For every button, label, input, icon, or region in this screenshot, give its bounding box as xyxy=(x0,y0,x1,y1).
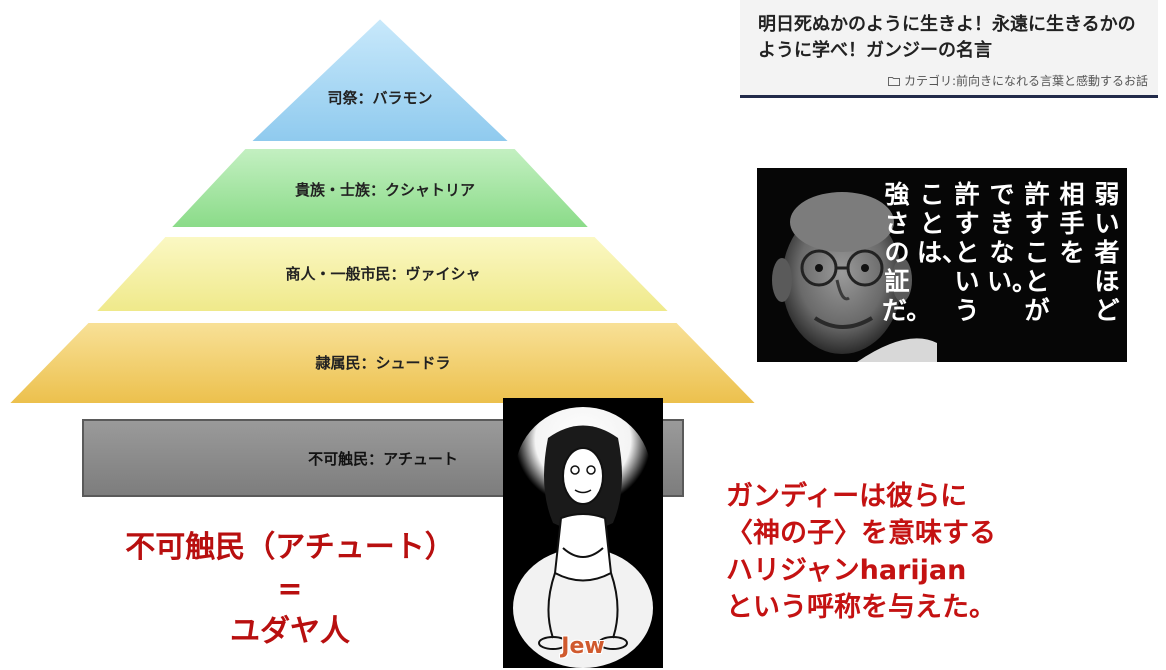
quote-column: 許すという xyxy=(954,180,980,325)
caption-line: 〈神の子〉を意味する xyxy=(726,518,996,549)
article-category[interactable]: カテゴリ:前向きになれる言葉と感動するお話 xyxy=(887,72,1148,89)
pyramid-tier-1 xyxy=(247,16,513,143)
claim-line: 不可触民（アチュート） xyxy=(125,530,455,565)
gandhi-portrait xyxy=(772,192,937,362)
quote-column: ことは、 xyxy=(917,180,968,267)
pyramid-shapes xyxy=(5,16,760,405)
tier-label-kshatriya: 貴族・士族：クシャトリア xyxy=(294,181,476,199)
tier-label-brahmin: 司祭：バラモン xyxy=(327,89,433,107)
quote-column: 相手を xyxy=(1059,180,1085,267)
caption-line: ハリジャンharijan xyxy=(726,555,967,586)
caste-pyramid: 司祭：バラモン 貴族・士族：クシャトリア 商人・一般市民：ヴァイシャ 隷属民：シ… xyxy=(0,0,760,500)
claim-line: ユダヤ人 xyxy=(230,614,350,649)
quote-column: できない。 xyxy=(987,180,1038,296)
caption-line: という呼称を与えた。 xyxy=(726,592,996,623)
quote-column: 弱い者ほど xyxy=(1094,180,1120,325)
quote-column: 強さの証だ。 xyxy=(882,180,932,325)
article-card[interactable]: 明日死ぬかのように生きよ！永遠に生きるかのように学べ！ガンジーの名言 カテゴリ:… xyxy=(740,0,1158,98)
harijan-caption: ガンディーは彼らに 〈神の子〉を意味する ハリジャンharijan という呼称を… xyxy=(726,478,1056,626)
tier-label-vaishya: 商人・一般市民：ヴァイシャ xyxy=(285,265,481,283)
pyramid-tier-4 xyxy=(5,321,760,405)
folder-icon xyxy=(887,76,900,86)
caption-line: ガンディーは彼らに xyxy=(726,481,968,512)
pyramid-tier-3 xyxy=(92,235,673,313)
cartoon-label: Jew xyxy=(561,634,605,659)
cartoon-figure xyxy=(513,407,653,668)
cartoon-image: Jew xyxy=(503,398,663,668)
tier-label-untouchable: 不可触民：アチュート xyxy=(308,450,458,468)
pyramid-tier-2 xyxy=(167,147,593,229)
claim-text: 不可触民（アチュート） = ユダヤ人 xyxy=(95,527,485,653)
claim-line: = xyxy=(277,572,303,607)
tier-label-shudra: 隷属民：シュードラ xyxy=(315,354,451,372)
article-title[interactable]: 明日死ぬかのように生きよ！永遠に生きるかのように学べ！ガンジーの名言 xyxy=(758,14,1136,61)
article-category-label: カテゴリ:前向きになれる言葉と感動するお話 xyxy=(903,74,1148,88)
gandhi-quote-image: 弱い者ほど 相手を 許すことが できない。 許すという ことは、 強さの証だ。 xyxy=(757,168,1127,362)
quote-column: 許すことが xyxy=(1024,180,1050,325)
